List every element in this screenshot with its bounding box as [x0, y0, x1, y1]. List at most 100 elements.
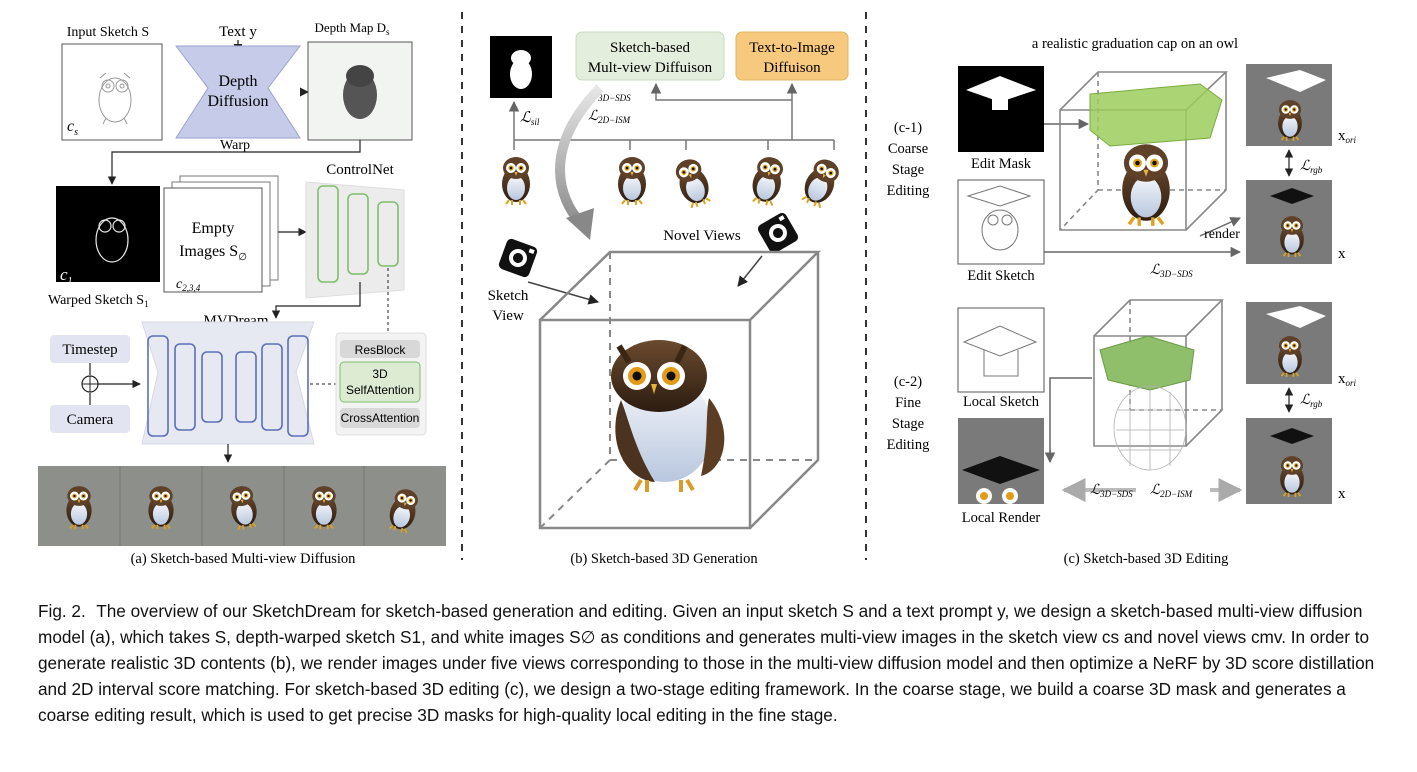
sketch-multiview-diffusion-box	[575, 31, 725, 81]
fine-line3: Editing	[887, 437, 930, 453]
camera-box	[50, 405, 130, 433]
controlnet-layer-2	[347, 193, 369, 275]
coarse-line2: Stage	[892, 162, 924, 178]
input-sketch-label: Input Sketch S	[67, 25, 149, 40]
mvdream-layer-5	[261, 343, 283, 431]
panel-b: ℒsil Sketch-based Mult-view Diffuison Te…	[488, 31, 849, 567]
depth-diffusion-line2: Diffusion	[207, 93, 268, 110]
t2i-line2: Diffuison	[763, 60, 821, 76]
resblock-label: ResBlock	[355, 343, 407, 357]
panel-b-caption: (b) Sketch-based 3D Generation	[570, 551, 758, 567]
warped-owl-sketch	[95, 217, 129, 263]
input-sketch-frame	[61, 43, 163, 141]
timestep-label: Timestep	[62, 342, 117, 358]
mvdream-layer-2	[174, 343, 196, 431]
coarse-x-label: x	[1338, 246, 1346, 262]
t2i-diffusion-box	[735, 31, 849, 81]
empty-images-line2: Images S∅	[179, 243, 247, 263]
novel-view-camera-icon	[756, 211, 800, 255]
big-curved-arrow	[555, 84, 604, 226]
silhouette-owl	[510, 50, 532, 89]
local-sketch-image	[957, 307, 1045, 393]
figure-caption-text: The overview of our SketchDream for sket…	[38, 601, 1375, 725]
multiview-output-strip	[38, 466, 446, 546]
selfattention-line1: 3D	[372, 367, 388, 381]
coarse-green-cap-volume	[1089, 83, 1223, 147]
resblock-chip	[340, 340, 420, 358]
coarse-x-ori-label: xori	[1338, 128, 1357, 145]
local-sketch-drawing	[962, 325, 1038, 377]
camera-label: Camera	[67, 412, 114, 428]
edit-sketch-label: Edit Sketch	[967, 268, 1035, 284]
coarse-owl	[1120, 142, 1172, 228]
mvdream-layer-4	[235, 351, 257, 423]
depth-diffusion-line1: Depth	[218, 73, 257, 90]
warped-sketch-frame	[56, 186, 160, 282]
mvdream-layer-6	[287, 335, 309, 437]
coarse-l-rgb: ℒrgb	[1300, 159, 1323, 175]
c2-l-3dsds: ℒ3D−SDS	[1090, 483, 1133, 499]
fine-green-cap-mesh	[1099, 335, 1195, 391]
selfattention-line2: SelfAttention	[346, 383, 414, 397]
overview-figure: Input Sketch S cs Text y Depth Diffusion…	[38, 12, 1357, 567]
fine-line2: Stage	[892, 416, 924, 432]
owl-sketch-drawing	[98, 72, 132, 125]
c1-label: c1	[60, 265, 73, 287]
crossattention-chip	[340, 408, 420, 428]
panel-a-caption: (a) Sketch-based Multi-view Diffusion	[131, 551, 357, 567]
edit-sketch-image	[957, 179, 1045, 265]
sketch-mv-line1: Sketch-based	[610, 40, 690, 56]
novel-views-label: Novel Views	[663, 228, 741, 244]
fine-tag: (c-2)	[894, 374, 922, 390]
edit-mask-label: Edit Mask	[971, 156, 1032, 172]
coarse-line3: Editing	[887, 183, 930, 199]
fine-line1: Fine	[895, 395, 921, 411]
sketch-view-camera-icon	[497, 237, 539, 279]
c1-l-3dsds: ℒ3D−SDS	[1150, 263, 1193, 279]
empty-images-line1: Empty	[192, 220, 235, 237]
l-sil-label: ℒsil	[520, 110, 540, 127]
c234-label: c2,3,4	[176, 277, 201, 293]
controlnet-layer-1	[317, 185, 339, 283]
selfattention-chip	[339, 361, 421, 403]
figure-caption: Fig. 2. The overview of our SketchDream …	[38, 598, 1383, 728]
c2-l-2dism: ℒ2D−ISM	[1150, 483, 1193, 499]
render-label: render	[1204, 227, 1240, 242]
rendered-views-row	[501, 153, 845, 212]
controlnet-layer-3	[377, 201, 399, 267]
sketch-mv-line2: Mult-view Diffuison	[588, 60, 713, 76]
panel-a: Input Sketch S cs Text y Depth Diffusion…	[38, 20, 446, 567]
warped-sketch-label: Warped Sketch S1	[48, 293, 149, 309]
fine-x-label: x	[1338, 486, 1346, 502]
mvdream-block	[141, 321, 315, 445]
fine-l-rgb: ℒrgb	[1300, 393, 1323, 409]
warp-label: Warp	[220, 138, 250, 153]
t2i-line1: Text-to-Image	[749, 40, 835, 56]
mvdream-layer-1	[147, 335, 169, 437]
panel-c-caption: (c) Sketch-based 3D Editing	[1064, 551, 1229, 567]
coarse-line1: Coarse	[888, 141, 928, 157]
coarse-tag: (c-1)	[894, 120, 922, 136]
controlnet-label: ControlNet	[326, 162, 394, 178]
generated-owl	[611, 340, 725, 492]
figure-caption-lead: Fig. 2.	[38, 601, 86, 621]
fine-owl-mesh	[1113, 385, 1187, 471]
text-y-label: Text y	[219, 24, 257, 40]
edit-sketch-drawing	[966, 185, 1032, 251]
depth-map-label: Depth Map Ds	[314, 20, 390, 37]
local-sketch-label: Local Sketch	[963, 394, 1040, 410]
sketch-view-line2: View	[492, 308, 524, 324]
empty-image-front	[163, 187, 263, 293]
l-2dism-label: ℒ2D−ISM	[588, 109, 631, 125]
panel-c: a realistic graduation cap on an owl (c-…	[887, 36, 1357, 567]
mvdream-layer-3	[201, 351, 223, 423]
depth-diffusion-block	[174, 45, 302, 139]
controlnet-block	[305, 181, 405, 299]
edit-prompt: a realistic graduation cap on an owl	[1032, 36, 1238, 52]
sketch-view-line1: Sketch	[488, 288, 529, 304]
timestep-box	[50, 335, 130, 363]
cs-label: cs	[67, 118, 78, 138]
local-render-label: Local Render	[962, 510, 1041, 526]
depth-owl-silhouette	[343, 65, 377, 119]
fine-x-ori-label: xori	[1338, 371, 1357, 388]
